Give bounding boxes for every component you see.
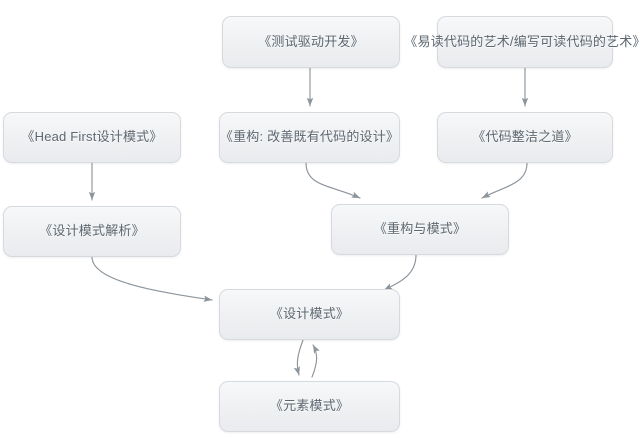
edge-explained-to-design-patterns	[91, 256, 213, 302]
edge-refactoring-to-rtp	[305, 162, 361, 199]
node-element-patterns[interactable]: 《元素模式》	[219, 381, 400, 432]
node-label: 《设计模式》	[269, 306, 350, 322]
edge-element-to-design-patterns	[311, 344, 320, 378]
node-label: 《设计模式解析》	[39, 223, 145, 239]
node-clean-code[interactable]: 《代码整洁之道》	[437, 112, 613, 163]
node-refactoring-to-patterns[interactable]: 《重构与模式》	[331, 204, 509, 255]
node-design-patterns[interactable]: 《设计模式》	[219, 289, 400, 340]
node-label: 《重构: 改善既有代码的设计》	[219, 129, 400, 145]
edge-rtp-to-design-patterns	[383, 254, 417, 291]
node-label: 《测试驱动开发》	[258, 33, 364, 49]
node-design-patterns-explained[interactable]: 《设计模式解析》	[3, 206, 181, 257]
node-tdd[interactable]: 《测试驱动开发》	[222, 16, 400, 68]
node-readable-code[interactable]: 《易读代码的艺术/编写可读代码的艺术》	[404, 16, 640, 68]
edge-design-patterns-to-element	[293, 339, 304, 376]
node-label: 《易读代码的艺术/编写可读代码的艺术》	[404, 33, 640, 49]
node-head-first-design-patterns[interactable]: 《Head First设计模式》	[3, 112, 181, 163]
node-label: 《重构与模式》	[373, 221, 467, 237]
node-label: 《Head First设计模式》	[21, 129, 163, 145]
node-label: 《元素模式》	[269, 398, 350, 414]
node-label: 《代码整洁之道》	[472, 129, 578, 145]
node-refactoring[interactable]: 《重构: 改善既有代码的设计》	[219, 112, 400, 163]
edge-clean-code-to-rtp	[481, 162, 528, 199]
